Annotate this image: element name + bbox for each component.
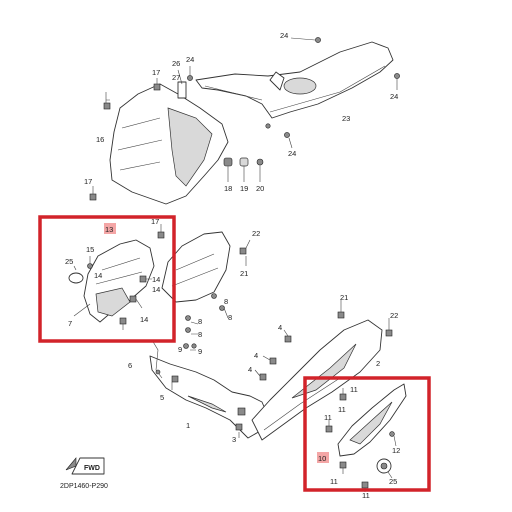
callout-20: 20 <box>256 184 264 193</box>
callout-2: 2 <box>376 359 380 368</box>
part-10-side-panel[interactable] <box>337 383 407 457</box>
callout-1: 1 <box>186 421 190 430</box>
callout-8b: 8 <box>228 313 232 322</box>
callout-14a: 14 <box>152 275 160 284</box>
parts-11-12-fasteners[interactable] <box>325 388 397 492</box>
part-23-side-cover[interactable] <box>195 41 394 119</box>
part-8-9-screws[interactable] <box>183 293 229 351</box>
part-17-clip-bracket[interactable] <box>157 224 165 239</box>
callout-24a: 24 <box>280 31 288 40</box>
part-2-floor-cover[interactable] <box>251 319 383 441</box>
callout-17a: 17 <box>152 68 160 77</box>
callout-6: 6 <box>128 361 132 370</box>
callout-11c: 11 <box>324 413 332 422</box>
callout-24c: 24 <box>390 92 398 101</box>
part-7-lead <box>73 303 91 317</box>
fwd-label: FWD <box>84 465 100 472</box>
callout-11b: 11 <box>338 405 346 414</box>
callout-26: 26 <box>172 59 180 68</box>
callout-5: 5 <box>160 393 164 402</box>
callout-14b: 14 <box>152 285 160 294</box>
callout-13: 13 <box>105 225 113 234</box>
part-25-grommet-left[interactable] <box>68 265 84 284</box>
callout-18: 18 <box>224 184 232 193</box>
callout-17c: 17 <box>151 217 159 226</box>
callout-8a: 8 <box>224 297 228 306</box>
callout-3: 3 <box>232 435 236 444</box>
callout-22a: 22 <box>252 229 260 238</box>
callout-25a: 25 <box>65 257 73 266</box>
diagram-code: 2DP1460-P290 <box>60 483 108 490</box>
callout-14d: 14 <box>94 271 102 280</box>
callout-8d: 8 <box>198 330 202 339</box>
callout-11e: 11 <box>362 491 370 500</box>
callout-8c: 8 <box>198 317 202 326</box>
part-5-clip[interactable] <box>171 375 179 390</box>
callout-24b: 24 <box>186 55 194 64</box>
callout-14c: 14 <box>140 315 148 324</box>
callout-4b: 4 <box>254 351 258 360</box>
parts-18-19-20-grommets[interactable] <box>223 157 264 182</box>
callout-19: 19 <box>240 184 248 193</box>
part-24-screws[interactable] <box>187 37 400 149</box>
highlight-box-right <box>303 376 431 492</box>
callout-16: 16 <box>96 135 104 144</box>
part-16-inner-panel[interactable] <box>106 69 229 205</box>
callout-labels: 1 2 3 4 4 4 5 6 7 8 8 8 8 9 9 10 11 11 1… <box>60 31 400 500</box>
callout-9b: 9 <box>178 345 182 354</box>
part-22-21-fasteners-mid[interactable] <box>239 239 393 337</box>
fwd-arrow: FWD <box>65 457 105 475</box>
callout-25b: 25 <box>389 477 397 486</box>
callout-12: 12 <box>392 446 400 455</box>
callout-27: 27 <box>172 73 180 82</box>
callout-4c: 4 <box>248 365 252 374</box>
highlight-box-left <box>38 215 176 343</box>
callout-11d: 11 <box>330 477 338 486</box>
part-6-cable[interactable] <box>151 339 163 379</box>
part-17-clips-top[interactable] <box>89 78 161 201</box>
highlight-tag-13 <box>104 223 116 234</box>
callout-21a: 21 <box>240 269 248 278</box>
part-4-clips[interactable] <box>254 329 292 381</box>
callout-9a: 9 <box>198 347 202 356</box>
part-inner-leg-shield[interactable] <box>149 231 269 439</box>
callout-4a: 4 <box>278 323 282 332</box>
callout-17b: 17 <box>84 177 92 186</box>
callout-10: 10 <box>318 454 326 463</box>
callout-24d: 24 <box>288 149 296 158</box>
part-13-inner-bracket[interactable] <box>83 239 155 323</box>
part-25-grommet-right[interactable] <box>376 458 393 479</box>
highlight-tag-10 <box>317 452 329 463</box>
callout-22b: 22 <box>390 311 398 320</box>
callout-21b: 21 <box>340 293 348 302</box>
callout-15: 15 <box>86 245 94 254</box>
part-3-clip[interactable] <box>235 407 246 438</box>
callout-23: 23 <box>342 114 350 123</box>
callout-11a: 11 <box>350 385 358 394</box>
callout-7: 7 <box>68 319 72 328</box>
parts-14-15-fasteners[interactable] <box>87 256 153 330</box>
